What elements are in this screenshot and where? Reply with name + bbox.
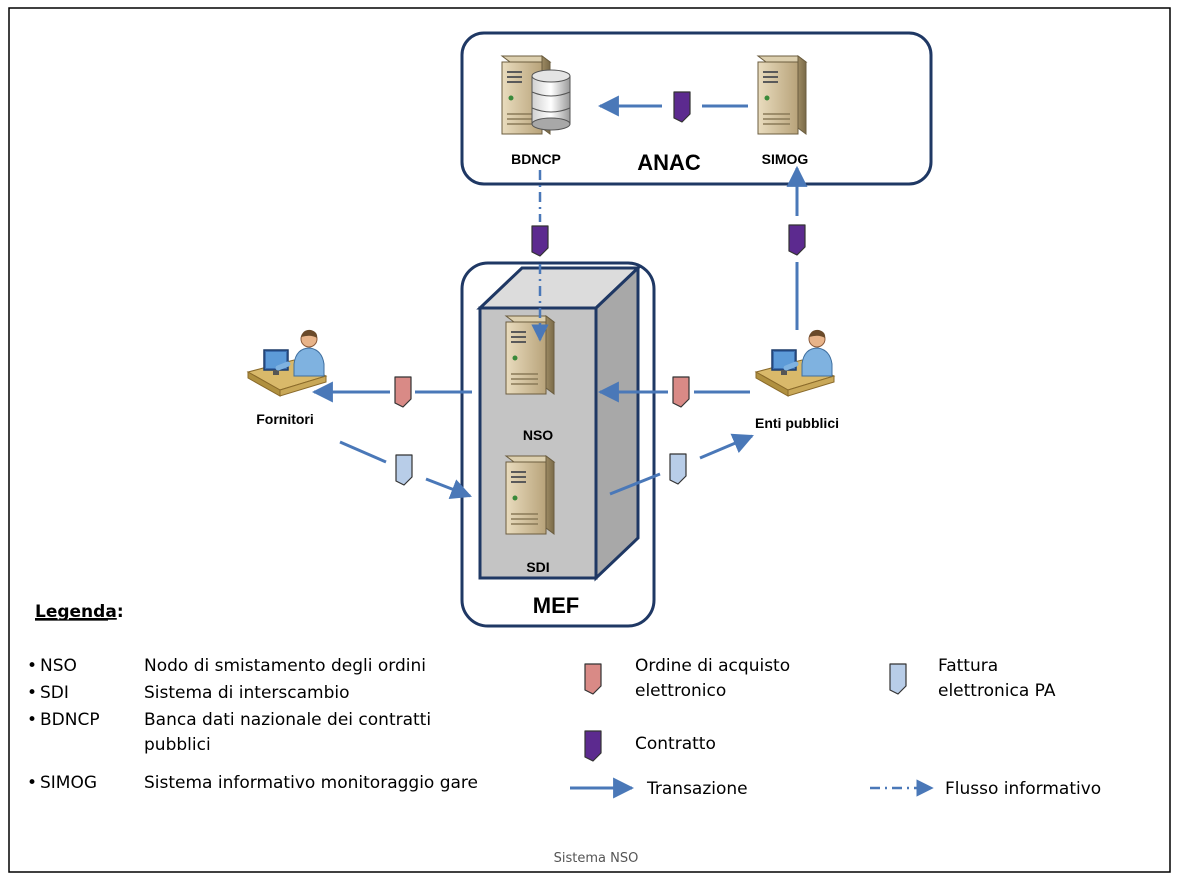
outer-frame	[8, 7, 1171, 873]
legend-code-bdncp: BDNCP	[40, 710, 100, 730]
arrow-sdi-enti	[609, 472, 661, 496]
simog-label: SIMOG	[762, 151, 809, 167]
simog-server-icon	[757, 55, 807, 135]
legend-desc-simog: Sistema informativo monitoraggio gare	[144, 773, 478, 793]
sdi-label: SDI	[526, 559, 549, 575]
caption: Sistema NSO	[554, 851, 639, 866]
legend-code-nso: NSO	[40, 656, 77, 676]
database-icon	[531, 69, 571, 131]
legend-fattura-line2: elettronica PA	[938, 681, 1056, 701]
sdi-server-icon	[505, 455, 555, 535]
nso-label: NSO	[523, 427, 553, 443]
bdncp-server-icon	[501, 55, 571, 135]
arrow-sdi-enti-head	[699, 433, 754, 460]
anac-group-box	[460, 31, 933, 186]
enti-label: Enti pubblici	[755, 415, 839, 431]
legend-flusso-label: Flusso informativo	[945, 779, 1101, 799]
legend-contratto-icon	[584, 730, 602, 762]
contratto-doc-icon	[788, 224, 806, 256]
contratto-doc-icon	[531, 225, 549, 257]
legend-contratto-label: Contratto	[635, 734, 716, 754]
fattura-doc-icon	[395, 454, 413, 486]
contratto-doc-icon	[673, 91, 691, 123]
legend-code-simog: SIMOG	[40, 773, 97, 793]
mef-group-box	[460, 261, 656, 628]
legend-transazione-label: Transazione	[646, 779, 748, 799]
legend-ordine-line1: Ordine di acquisto	[635, 656, 790, 676]
fornitori-label: Fornitori	[256, 411, 314, 427]
enti-person-icon	[756, 330, 834, 396]
ordine-doc-icon	[672, 376, 690, 408]
ordine-doc-icon	[394, 376, 412, 408]
legend-bullet: •	[27, 656, 37, 676]
legend-bullet: •	[27, 710, 37, 730]
anac-label: ANAC	[637, 150, 701, 175]
legend-desc-bdncp: Banca dati nazionale dei contratti	[144, 710, 431, 730]
legend-desc-nso: Nodo di smistamento degli ordini	[144, 656, 426, 676]
legend-desc-bdncp-cont: pubblici	[144, 735, 211, 755]
arrow-fornitori-sdi-head	[425, 477, 472, 499]
legend-ordine-line2: elettronico	[635, 681, 726, 701]
mef-building-icon	[476, 264, 642, 582]
legend-bullet: •	[27, 683, 37, 703]
legend-bullet: •	[27, 773, 37, 793]
legend-code-sdi: SDI	[40, 683, 69, 703]
bdncp-label: BDNCP	[511, 151, 561, 167]
legend: Legenda: • NSO Nodo di smistamento degli…	[27, 602, 1101, 799]
fornitori-person-icon	[248, 330, 326, 396]
arrow-fornitori-sdi	[339, 440, 387, 464]
legend-fattura-line1: Fattura	[938, 656, 998, 676]
legend-fattura-icon	[889, 663, 907, 695]
legend-ordine-icon	[584, 663, 602, 695]
legend-title: Legenda:	[35, 602, 124, 622]
nso-server-icon	[505, 315, 555, 395]
mef-label: MEF	[533, 593, 579, 618]
fattura-doc-icon	[669, 453, 687, 485]
legend-desc-sdi: Sistema di interscambio	[144, 683, 350, 703]
